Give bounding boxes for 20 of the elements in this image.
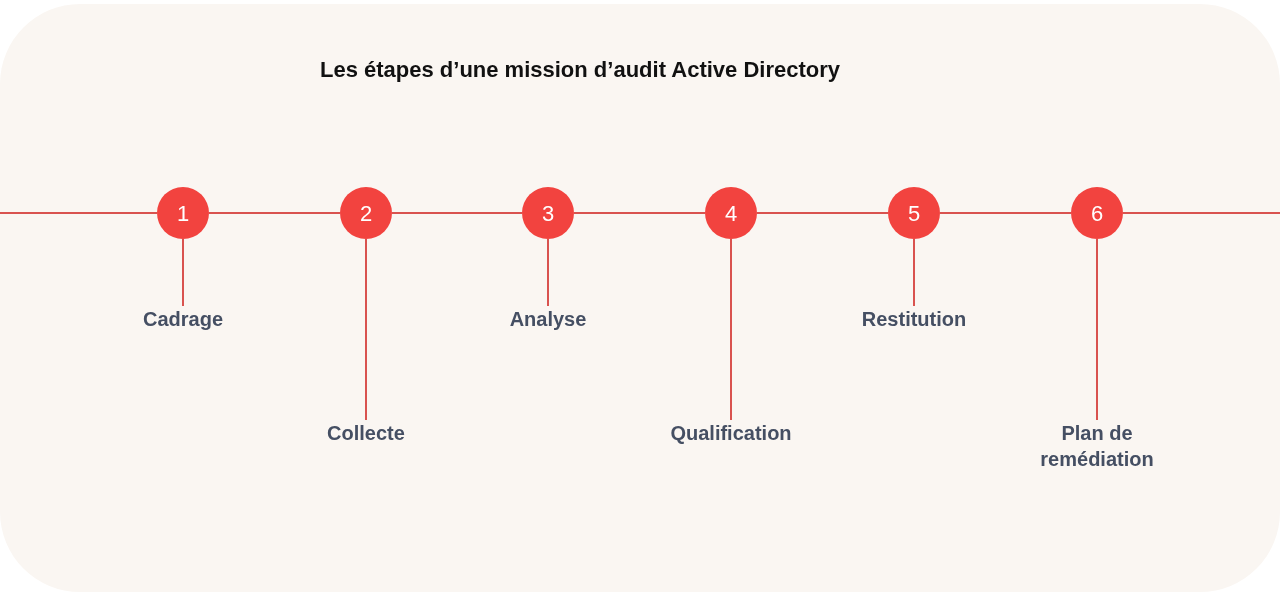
step-label: Cadrage (93, 306, 273, 332)
timeline-line (0, 212, 158, 214)
leader-line (913, 238, 915, 307)
timeline-line (208, 212, 341, 214)
leader-line (365, 238, 367, 421)
timeline-line (939, 212, 1072, 214)
leader-line (547, 238, 549, 307)
leader-line (182, 238, 184, 307)
leader-line (730, 238, 732, 421)
step-label: Restitution (824, 306, 1004, 332)
diagram-title: Les étapes d’une mission d’audit Active Directory (319, 56, 841, 84)
leader-line (1096, 238, 1098, 421)
step-label: Collecte (276, 420, 456, 446)
step-label: Analyse (458, 306, 638, 332)
timeline-line (1122, 212, 1280, 214)
timeline-line (573, 212, 706, 214)
step-label: Plan de remédiation (1007, 420, 1187, 472)
timeline-line (756, 212, 889, 214)
step-label: Qualification (641, 420, 821, 446)
timeline-line (391, 212, 523, 214)
